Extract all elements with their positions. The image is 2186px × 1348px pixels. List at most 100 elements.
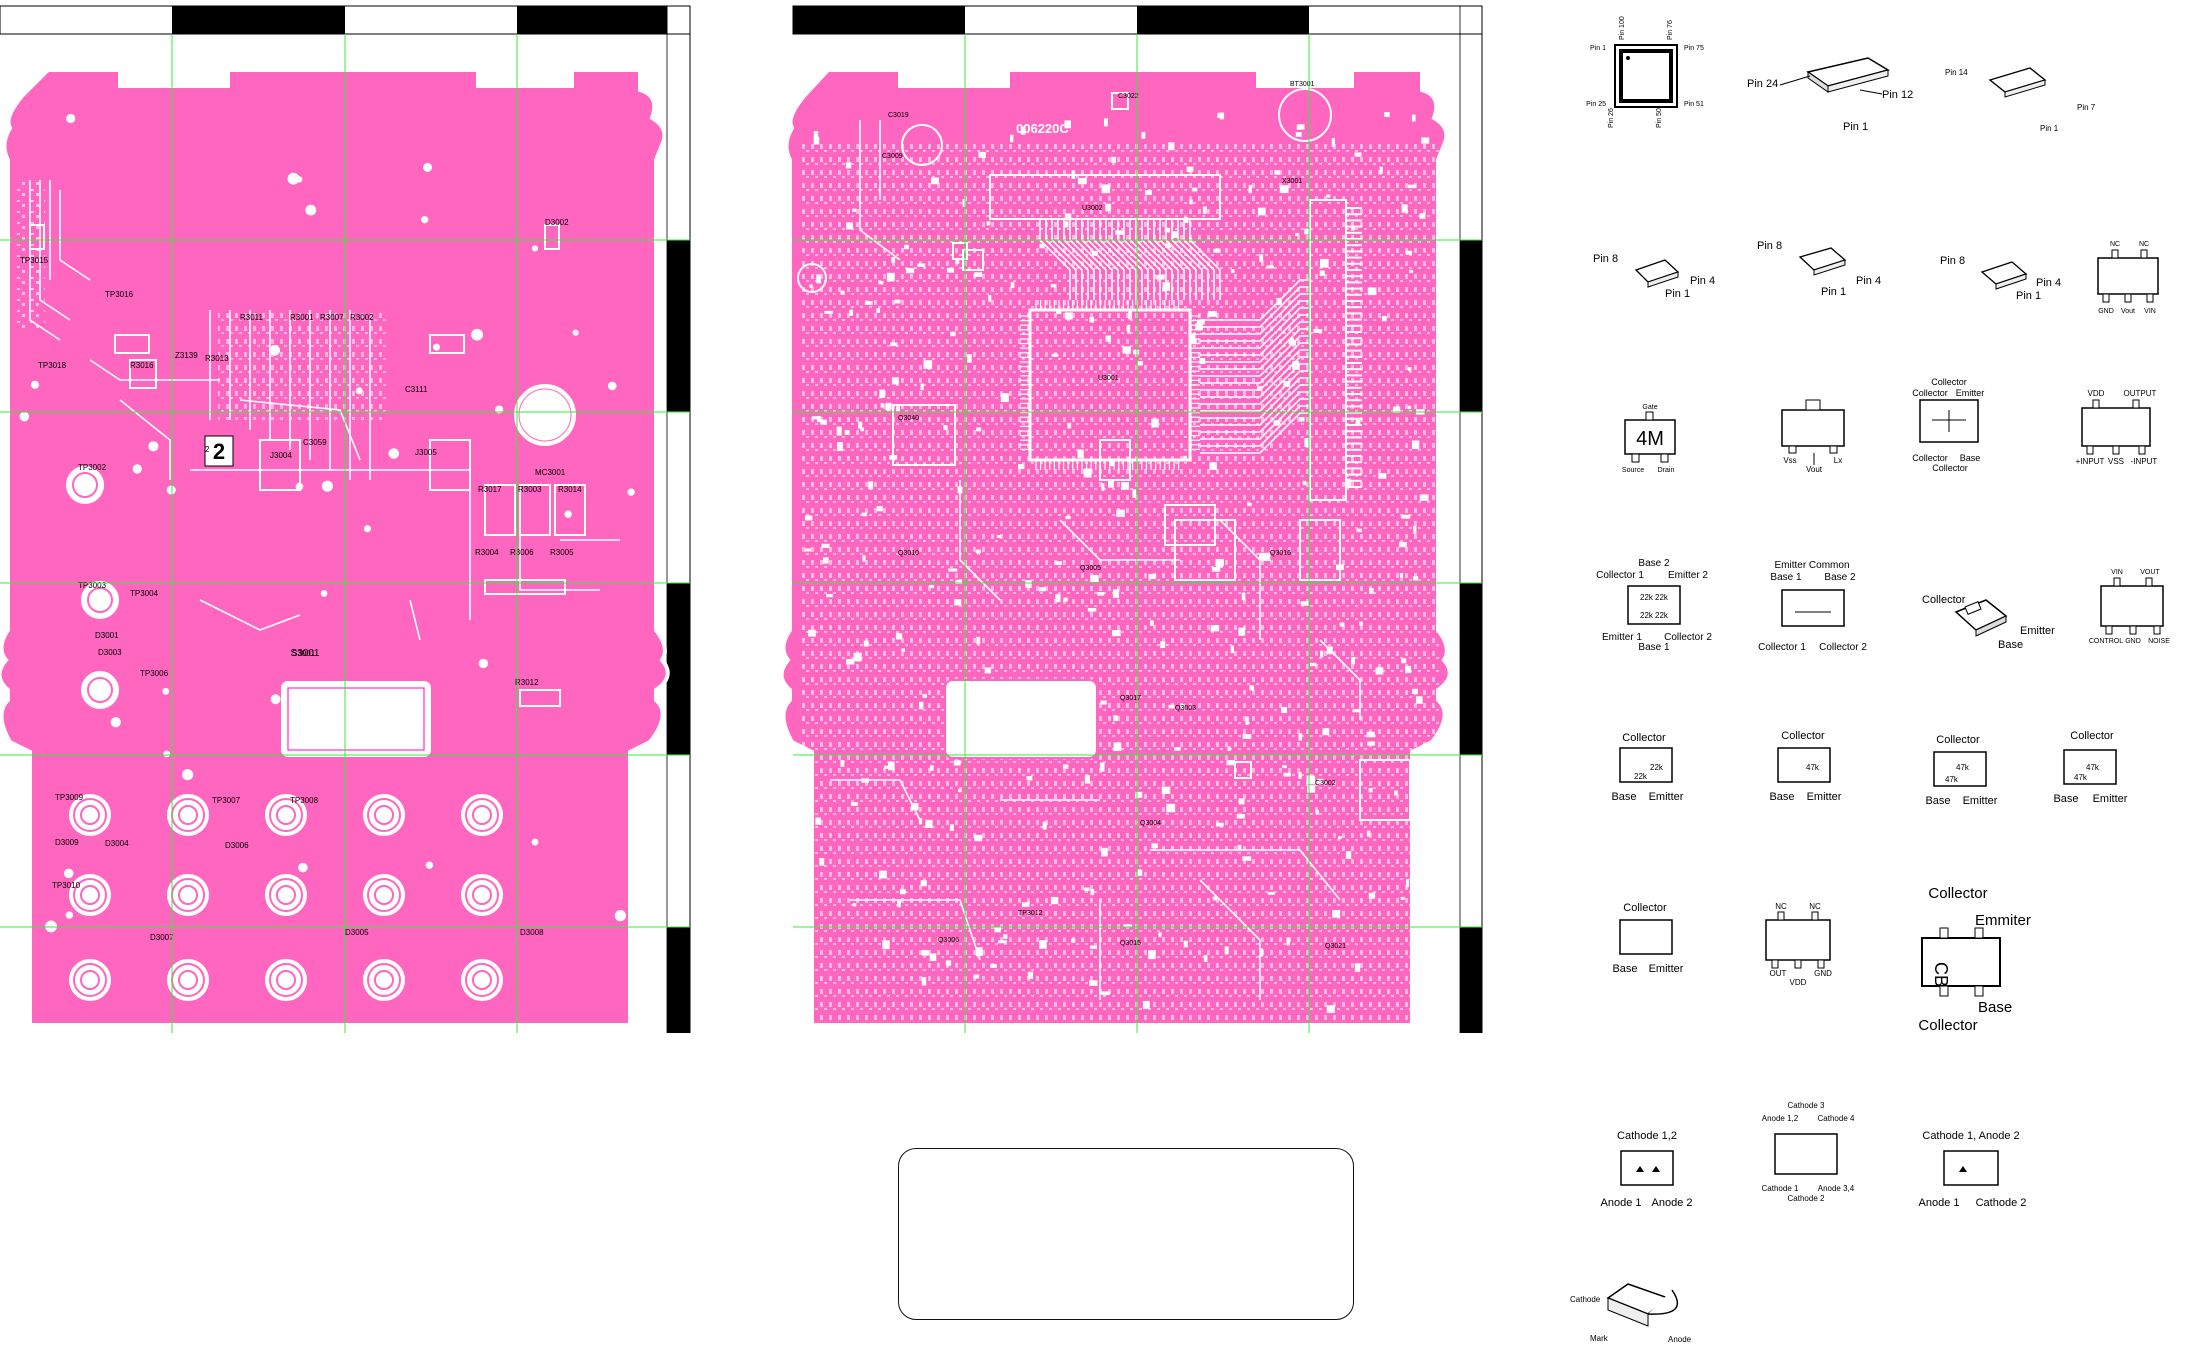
svg-text:VOUT: VOUT xyxy=(2140,569,2160,576)
board2-ref-label: Q3040 xyxy=(898,415,919,422)
board1-ref-label: R3006 xyxy=(510,548,534,557)
board1-ref-label: D3002 xyxy=(545,218,569,227)
svg-text:47k: 47k xyxy=(2086,763,2100,772)
board2-ref-label: Q3021 xyxy=(1325,943,1346,950)
board1-ref-label: TP3018 xyxy=(38,361,67,370)
svg-text:NC: NC xyxy=(2110,241,2120,248)
svg-text:Anode 1: Anode 1 xyxy=(1919,1197,1960,1209)
board1-ref-label: R3003 xyxy=(518,485,542,494)
board2-ref-label: Q3003 xyxy=(1175,705,1196,712)
keypad-contact xyxy=(67,957,113,1003)
svg-text:NC: NC xyxy=(1775,902,1787,911)
svg-text:Anode 1: Anode 1 xyxy=(1601,1197,1642,1209)
svg-text:Anode 2: Anode 2 xyxy=(1652,1197,1693,1209)
svg-text:Anode: Anode xyxy=(1668,1335,1692,1344)
board1-ref-label: 2 xyxy=(205,445,210,454)
svg-text:Drain: Drain xyxy=(1658,467,1675,474)
svg-text:4M: 4M xyxy=(1636,428,1664,450)
board2-ref-label: Q3004 xyxy=(1140,820,1161,827)
keypad-contact xyxy=(263,957,309,1003)
svg-text:Emitter 2: Emitter 2 xyxy=(1668,570,1708,581)
board1-ref-label: R3014 xyxy=(558,485,582,494)
svg-text:Pin 50: Pin 50 xyxy=(1656,108,1663,128)
svg-text:Collector: Collector xyxy=(1931,377,1967,387)
svg-text:Mark: Mark xyxy=(1590,1334,1609,1343)
tssop24-package: Pin 24 Pin 12 Pin 1 xyxy=(1747,57,1913,133)
svg-text:Cathode 4: Cathode 4 xyxy=(1818,1114,1855,1123)
svg-text:Collector: Collector xyxy=(1936,734,1980,746)
svg-text:Pin 1: Pin 1 xyxy=(2040,124,2059,133)
board1-ref-label: S3001 xyxy=(292,649,316,658)
svg-text:Vout: Vout xyxy=(2121,308,2135,315)
svg-text:22k: 22k xyxy=(1640,611,1654,620)
svg-text:Collector: Collector xyxy=(1912,453,1948,463)
board1-ref-label: TP3010 xyxy=(52,881,81,890)
svg-text:Anode 1,2: Anode 1,2 xyxy=(1762,1114,1799,1123)
board1-ref-label: R3007 xyxy=(320,313,344,322)
svg-text:Pin 8: Pin 8 xyxy=(1940,255,1965,267)
dual-transistor-22k-package: 22k 22k 22k 22k Base 2 Collector 1 Emitt… xyxy=(1596,558,1712,653)
svg-text:Collector: Collector xyxy=(1623,902,1667,914)
svg-text:Pin 8: Pin 8 xyxy=(1757,240,1782,252)
regulator-3pin-package: Vss Lx Vout xyxy=(1781,399,1845,474)
plain-transistor-package: Collector Base Emitter xyxy=(1612,902,1683,975)
board1-ref-label: C3059 xyxy=(303,438,327,447)
svg-text:22k: 22k xyxy=(1634,772,1648,781)
board2-ref-label: Q3006 xyxy=(938,937,959,944)
fet-4m-package: 4M Gate Source Drain xyxy=(1622,404,1676,474)
sot5-control-package: VIN VOUT CONTROL GND NOISE xyxy=(2089,569,2170,645)
svg-text:GND: GND xyxy=(2125,638,2141,645)
board1-ref-label: D3001 xyxy=(95,631,119,640)
svg-text:Cathode 2: Cathode 2 xyxy=(1788,1194,1825,1203)
board2-frame xyxy=(792,5,1483,1033)
board1-ref-label: MC3001 xyxy=(535,468,566,477)
svg-text:Emitter: Emitter xyxy=(2020,625,2055,637)
coin-cell-mc3001 xyxy=(512,382,578,448)
keypad-contact xyxy=(165,792,211,838)
board1-ref-label: TP3007 xyxy=(212,796,241,805)
svg-text:Base: Base xyxy=(1925,795,1950,807)
svg-text:Pin 14: Pin 14 xyxy=(1945,68,1968,77)
svg-text:22k: 22k xyxy=(1655,593,1669,602)
svg-text:Vout: Vout xyxy=(1806,465,1823,474)
board1-ref-label: D3008 xyxy=(520,928,544,937)
board1-ref-label: R3011 xyxy=(240,313,264,322)
keypad-contact xyxy=(361,792,407,838)
svg-text:Pin 1: Pin 1 xyxy=(1843,121,1868,133)
board1-ref-label: TP3002 xyxy=(78,463,107,472)
board2-ref-label: U3002 xyxy=(1082,205,1103,212)
svg-text:47k: 47k xyxy=(1945,775,1959,784)
svg-text:Pin 1: Pin 1 xyxy=(1821,286,1846,298)
board1-ref-label: J3005 xyxy=(415,448,437,457)
board1-badge-box xyxy=(204,435,234,467)
board2-ref-label: U3001 xyxy=(1098,375,1119,382)
svg-text:Pin 51: Pin 51 xyxy=(1684,101,1704,108)
svg-text:Emitter 1: Emitter 1 xyxy=(1602,632,1642,643)
svg-text:Pin 8: Pin 8 xyxy=(1593,253,1618,265)
keypad-contact xyxy=(263,792,309,838)
svg-text:Emitter: Emitter xyxy=(1956,388,1985,398)
board1-ref-label: D3005 xyxy=(345,928,369,937)
board2-ref-label: Q3005 xyxy=(1080,565,1101,572)
board1-ref-label: J3004 xyxy=(270,451,292,460)
digital-transistor-4: Collector Base Emitter 47k 47k xyxy=(2053,730,2127,805)
svg-text:NC: NC xyxy=(2139,241,2149,248)
board2-ref-label: C3002 xyxy=(1315,780,1336,787)
board1-ref-label: TP3016 xyxy=(105,290,134,299)
svg-text:Base: Base xyxy=(1998,639,2023,651)
svg-text:Pin 4: Pin 4 xyxy=(1856,275,1881,287)
svg-text:Base: Base xyxy=(1769,791,1794,803)
svg-text:CONTROL: CONTROL xyxy=(2089,638,2123,645)
svg-text:Emitter Common: Emitter Common xyxy=(1774,560,1849,571)
board1-ref-label: R3002 xyxy=(350,313,374,322)
svg-text:Pin 75: Pin 75 xyxy=(1684,45,1704,52)
board1-ref-label: TP3003 xyxy=(78,581,107,590)
keypad-contact xyxy=(459,792,505,838)
board2-code: 006220C xyxy=(1016,121,1069,136)
sot5-vin-package: NC NC GND Vout VIN xyxy=(2097,241,2159,315)
board1-ref-label: D3007 xyxy=(150,933,174,942)
board2-ref-label: C3022 xyxy=(1118,93,1139,100)
test-point-pad xyxy=(64,464,106,506)
